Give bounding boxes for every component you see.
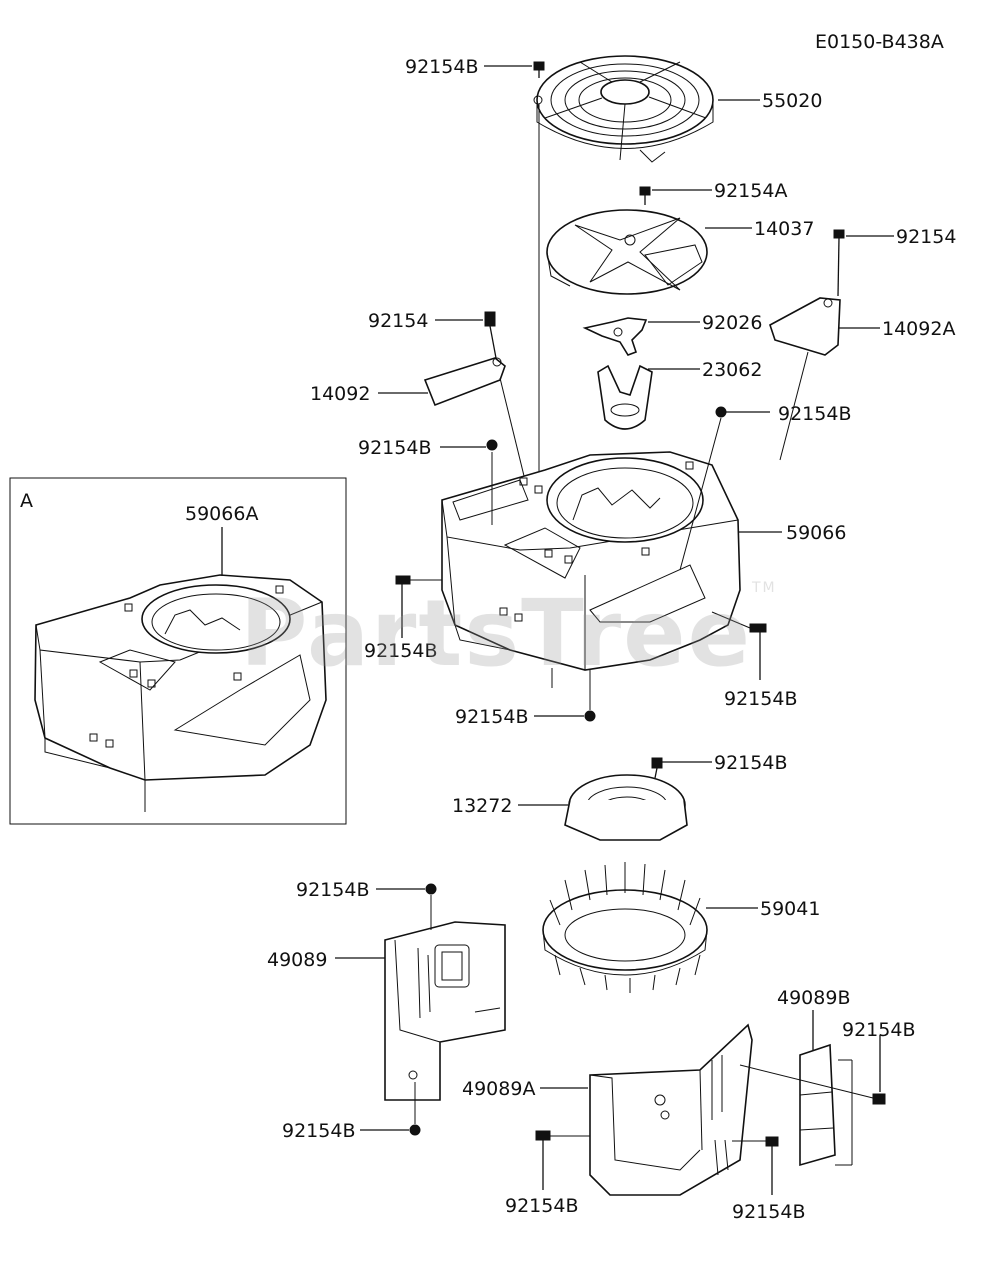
label-92026: 92026 (702, 312, 762, 334)
bolt-92154b-plate[interactable] (651, 757, 663, 779)
label-23062: 23062 (702, 359, 762, 381)
label-92154-left: 92154 (368, 310, 428, 332)
plate-13272[interactable] (564, 774, 688, 841)
inset-label: A (20, 490, 33, 512)
label-14037: 14037 (754, 218, 814, 240)
diagram-code: E0150-B438A (815, 31, 944, 53)
label-92154B-side-left: 92154B (364, 640, 437, 662)
fan-14037[interactable] (546, 209, 708, 295)
fan-screen-55020[interactable] (533, 55, 714, 163)
label-92154B-bottom-center: 92154B (455, 706, 528, 728)
bolt-92154-left[interactable] (484, 311, 497, 359)
hub-23062[interactable] (597, 364, 653, 430)
bolt-92154b-bottom-center[interactable] (584, 670, 596, 722)
label-92154B-side-right: 92154B (724, 688, 797, 710)
label-92154B-far-right: 92154B (842, 1019, 915, 1041)
label-14092A: 14092A (882, 318, 955, 340)
label-59066: 59066 (786, 522, 846, 544)
label-92154B-mid-right: 92154B (778, 403, 851, 425)
bolt-92154-right[interactable] (833, 229, 845, 297)
label-92154B-plate: 92154B (714, 752, 787, 774)
label-92154B-bottom-left: 92154B (505, 1195, 578, 1217)
bolt-92154b-side-right[interactable] (711, 611, 767, 633)
label-59066A: 59066A (185, 503, 258, 525)
bolt-92154b-left-cover-top[interactable] (425, 883, 437, 930)
label-14092: 14092 (310, 383, 370, 405)
baffle-14092[interactable] (423, 357, 506, 407)
label-92154B-left-cover-top: 92154B (296, 879, 369, 901)
bolt-92154b-side-left[interactable] (395, 575, 442, 585)
label-92154A: 92154A (714, 180, 787, 202)
cover-49089[interactable] (384, 921, 506, 1101)
label-55020: 55020 (762, 90, 822, 112)
spider-92026[interactable] (582, 317, 648, 356)
baffle-14092a[interactable] (769, 297, 841, 356)
cover-49089b[interactable] (799, 1043, 853, 1167)
label-92154B-bottom-right: 92154B (732, 1201, 805, 1223)
flywheel-fan-59041[interactable] (542, 862, 708, 993)
label-92154-right: 92154 (896, 226, 956, 248)
label-49089B: 49089B (777, 987, 850, 1009)
bolt-92154b-far-right[interactable] (739, 1064, 886, 1105)
bolt-92154b-mid-left[interactable] (486, 439, 498, 451)
bolt-92154a[interactable] (639, 186, 651, 205)
inset-box-a: A (9, 477, 347, 825)
label-13272: 13272 (452, 795, 512, 817)
label-49089: 49089 (267, 949, 327, 971)
shroud-59066a[interactable] (34, 574, 327, 812)
watermark: PartsTreeTM (240, 580, 777, 687)
label-59041: 59041 (760, 898, 820, 920)
bolt-92154b-bottom-left[interactable] (535, 1130, 590, 1141)
cover-49089a[interactable] (589, 1023, 753, 1196)
bolt-92154b-top[interactable] (533, 61, 545, 78)
shroud-59066[interactable] (441, 451, 741, 688)
bolt-92154b-left-cover-bottom[interactable] (409, 1082, 421, 1136)
label-92154B-mid-left: 92154B (358, 437, 431, 459)
label-92154B-left-cover-bottom: 92154B (282, 1120, 355, 1142)
label-49089A: 49089A (462, 1078, 535, 1100)
bolt-92154b-mid-right[interactable] (715, 406, 727, 418)
label-92154B-top: 92154B (405, 56, 478, 78)
